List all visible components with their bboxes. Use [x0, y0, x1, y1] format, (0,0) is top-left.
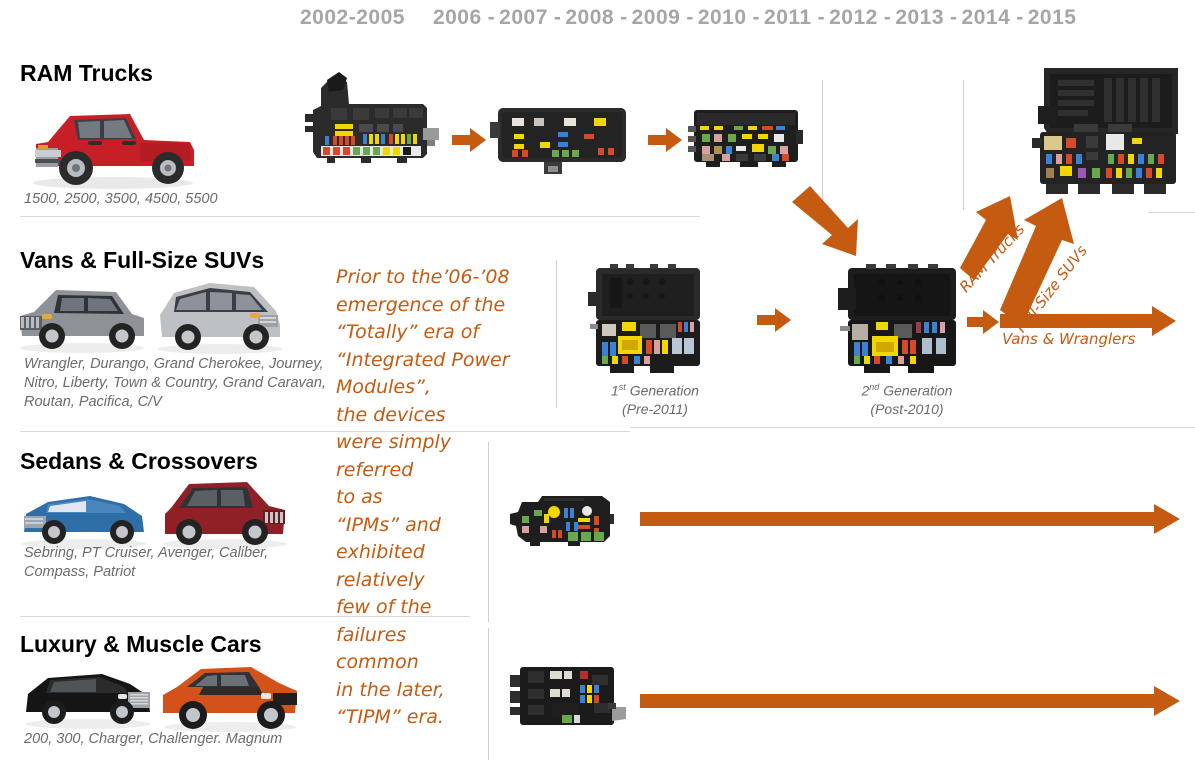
row-models-vans-suvs: Wrangler, Durango, Grand Cherokee, Journ… [24, 356, 326, 410]
row-title-vans-suvs: Vans & Full-Size SUVs [20, 247, 265, 273]
timeline-separator: - [487, 6, 496, 29]
note-line: exhibited [336, 541, 425, 563]
note-line: failures [336, 623, 407, 646]
timeline-first-range: 2002-2005 [300, 6, 405, 29]
gen2-name: Generation [879, 382, 953, 399]
note-line: “Totally” era of [336, 321, 480, 343]
note-line: referred [336, 458, 414, 481]
arrow-ram-gen1-to-gen2 [452, 128, 486, 152]
caption-generation-1: 1st Generation (Pre-2011) [560, 378, 750, 418]
fuse-box-vans-gen2 [838, 262, 960, 374]
timeline-separator: - [883, 6, 892, 29]
arrow-sedans-timeline [640, 504, 1180, 534]
timeline-years: 2006-2007-2008-2009-2010-2011-2012-2013-… [433, 6, 1079, 30]
fuse-box-ram-gen2 [490, 104, 635, 176]
caption-generation-2: 2nd Generation (Post-2010) [812, 378, 1002, 418]
divider-row-3 [20, 616, 470, 617]
gen1-name: Generation [625, 382, 699, 399]
row-title-luxury-muscle: Luxury & Muscle Cars [20, 631, 262, 657]
timeline-separator: - [620, 6, 628, 29]
note-line: Modules”, [336, 376, 431, 398]
vehicle-photo-grand-cherokee [12, 278, 152, 356]
arrow-branch-ram-trucks [960, 192, 1020, 280]
timeline-year: 2012 [829, 6, 878, 29]
timeline-header: 2002-2005 2006-2007-2008-2009-2010-2011-… [300, 2, 1180, 34]
gen1-ordinal: 1 [611, 382, 619, 399]
arrow-label-vans-wranglers: Vans & Wranglers [1002, 330, 1136, 348]
arrow-luxury-timeline [640, 686, 1180, 716]
gen1-suffix: st [618, 382, 626, 392]
note-line: Prior to the’06-’08 [336, 266, 510, 288]
arrow-vans-gen1-to-gen2 [757, 308, 791, 332]
note-line: to as [336, 486, 383, 508]
timeline-year: 2014 [961, 6, 1011, 29]
vrule-sedans-left [488, 442, 489, 622]
timeline-year: 2011 [764, 6, 812, 29]
arrow-branch-full-size-suvs [1000, 198, 1078, 326]
row-title-sedans-crossovers: Sedans & Crossovers [20, 448, 258, 474]
divider-row-1-right-stub [1148, 212, 1195, 213]
timeline-year: 2009 [631, 6, 681, 29]
timeline-separator: - [752, 6, 761, 29]
gen2-years: (Post-2010) [870, 400, 944, 417]
vrule-ram-2011 [822, 80, 823, 210]
fuse-box-sedans-ipm [508, 492, 614, 548]
timeline-separator: - [950, 6, 958, 29]
fuse-box-vans-gen1 [588, 262, 706, 374]
note-line: few of the [336, 596, 432, 618]
vehicle-photo-sebring-convertible [14, 480, 154, 552]
note-line: “IPMs” and [336, 513, 441, 536]
vrule-luxury-left [488, 628, 489, 760]
timeline-year: 2013 [895, 6, 945, 29]
timeline-year: 2010 [697, 6, 747, 29]
divider-row-1 [20, 216, 700, 217]
timeline-separator: - [553, 6, 562, 29]
row-title-ram-trucks: RAM Trucks [20, 60, 153, 86]
fuse-box-luxury-ipm [508, 663, 628, 733]
timeline-year: 2015 [1027, 6, 1077, 29]
note-line: were simply [336, 431, 452, 453]
note-line: emergence of the [336, 293, 506, 316]
arrow-into-branch-junction [967, 310, 999, 334]
vehicle-photo-ram-truck [18, 88, 203, 193]
arrow-ram-to-vans-diagonal [790, 186, 862, 264]
note-line: the devices [336, 403, 446, 426]
gen2-ordinal: 2 [861, 382, 870, 399]
note-line: “Integrated Power [336, 348, 510, 371]
fuse-box-ram-gen1 [303, 68, 443, 178]
note-line: relatively [336, 568, 425, 591]
divider-row-2-right [630, 427, 1195, 428]
arrow-branch-vans-wranglers [1000, 306, 1176, 336]
arrow-ram-gen2-to-gen3 [648, 128, 682, 152]
note-line: “TIPM” era. [336, 706, 444, 728]
vehicle-photo-chrysler-300 [18, 660, 158, 732]
timeline-separator: - [817, 6, 826, 29]
row-models-sedans-crossovers: Sebring, PT Cruiser, Avenger, Caliber, C… [24, 545, 269, 580]
row-models-ram-trucks: 1500, 2500, 3500, 4500, 5500 [24, 191, 218, 207]
vrule-ram-2013 [963, 80, 964, 210]
vehicle-photo-town-and-country [150, 275, 290, 357]
row-models-luxury-muscle: 200, 300, Charger, Challenger. Magnum [24, 731, 283, 747]
fuse-box-ram-gen2b [688, 108, 803, 170]
note-line: in the later, [336, 678, 445, 701]
note-ipm-history: Prior to the’06-’08 emergence of the “To… [336, 264, 510, 732]
timeline-separator: - [686, 6, 694, 29]
fuse-box-ram-gen3 [1012, 62, 1182, 197]
divider-row-2-left [20, 431, 630, 432]
note-line: common [336, 651, 419, 673]
vehicle-photo-compass [155, 472, 295, 552]
timeline-separator: - [1016, 6, 1024, 29]
timeline-year: 2007 [499, 6, 548, 29]
timeline-year: 2008 [565, 6, 615, 29]
gen2-suffix: nd [869, 382, 880, 392]
vehicle-photo-challenger [155, 655, 305, 735]
timeline-year: 2006 [432, 6, 482, 29]
vrule-vans-left [556, 260, 557, 408]
gen1-years: (Pre-2011) [622, 400, 688, 417]
